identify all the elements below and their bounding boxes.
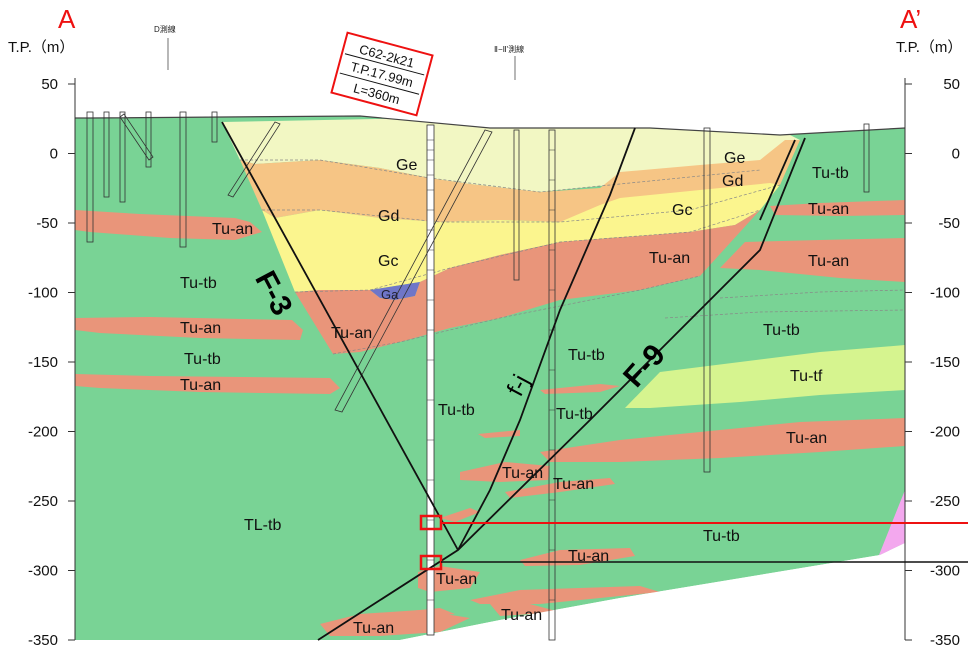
label-tu-an-r1: Tu-an: [808, 201, 849, 218]
tick-label-right: -350: [930, 632, 960, 649]
label-tu-an-lens-a: Tu-an: [502, 465, 543, 482]
label-tu-tb-lower: Tu-tb: [703, 528, 740, 545]
survey-line-d: D測線: [154, 24, 176, 34]
ground-surface: [75, 115, 906, 136]
unit-labels: Ge Ge Gd Gd Gc Gc Ga Tu-tb Tu-an Tu-an T…: [180, 150, 849, 637]
tick-label-right: 50: [943, 76, 960, 93]
right-axis-title: T.P.（m）: [896, 39, 962, 56]
label-tu-an-lens-e: Tu-an: [501, 607, 542, 624]
label-tu-tb-l2: Tu-tb: [184, 351, 221, 368]
tick-label-left: -100: [28, 285, 58, 302]
label-tu-tb-mid-2: Tu-tb: [556, 406, 593, 423]
label-tu-an-lens-f: Tu-an: [353, 620, 394, 637]
fault-fj-line: [457, 127, 636, 551]
tick-label-left: -250: [28, 493, 58, 510]
tu-an-lens-4: [540, 384, 620, 394]
section-end-label: A’: [900, 4, 921, 34]
label-tu-an-l3: Tu-an: [180, 377, 221, 394]
outside-area: [400, 543, 905, 640]
fault-lines: [221, 121, 806, 641]
label-tu-an-graben-2: Tu-an: [331, 325, 372, 342]
tu-an-lens-2: [460, 462, 550, 482]
tick-label-left: -350: [28, 632, 58, 649]
label-ge: Ge: [396, 157, 417, 174]
label-tl-tb: TL-tb: [244, 517, 281, 534]
tick-label-left: 0: [50, 146, 58, 163]
tick-label-right: -300: [930, 563, 960, 580]
tu-an-graben: [295, 210, 760, 354]
section-start-label: A: [58, 4, 76, 34]
main-borehole: [426, 124, 435, 636]
label-gc-right: Gc: [672, 202, 692, 219]
tick-label-right: -50: [938, 215, 960, 232]
label-tu-an-r2: Tu-an: [808, 253, 849, 270]
tu-an-right-1: [770, 200, 905, 216]
label-tu-an-lens-c: Tu-an: [568, 548, 609, 565]
label-tu-tb-center: Tu-tb: [438, 402, 475, 419]
label-tu-tf: Tu-tf: [790, 368, 823, 385]
tu-tf-right: [625, 345, 905, 408]
label-tu-tb-r: Tu-tb: [763, 322, 800, 339]
tick-label-right: -200: [930, 424, 960, 441]
tu-an-lens-8: [470, 586, 660, 604]
tick-label-left: -50: [36, 215, 58, 232]
label-tu-tb-mid: Tu-tb: [568, 347, 605, 364]
label-tu-tb-1: Tu-tb: [812, 165, 849, 182]
borehole-callout: C62-2k21 T.P.17.99m L=360m: [330, 31, 434, 117]
label-ge-right: Ge: [724, 150, 745, 167]
label-gd: Gd: [378, 208, 399, 225]
tick-label-left: -200: [28, 424, 58, 441]
label-tu-an-l2: Tu-an: [180, 320, 221, 337]
label-tu-an-lens-b: Tu-an: [553, 476, 594, 493]
ga-layer: [370, 282, 420, 300]
left-axis-title: T.P.（m）: [8, 39, 74, 56]
tick-label-right: -150: [930, 354, 960, 371]
pink-unit: [875, 490, 905, 565]
fault-minor-line: [759, 139, 796, 221]
tu-an-right-2: [720, 238, 905, 282]
tu-an-layer-left-2: [75, 317, 303, 340]
label-tu-an-lens-d: Tu-an: [436, 571, 477, 588]
tu-an-lens-1: [478, 430, 520, 438]
tu-an-layer-left-3: [75, 374, 340, 394]
label-gc: Gc: [378, 253, 398, 270]
label-tu-an-l1: Tu-an: [212, 221, 253, 238]
fault-f3-line: [221, 121, 459, 551]
borehole-ticks: [427, 139, 555, 601]
tu-an-lens-5: [440, 508, 480, 522]
label-ga: Ga: [381, 287, 399, 302]
label-tu-an-r3: Tu-an: [786, 430, 827, 447]
label-gd-right: Gd: [722, 173, 743, 190]
left-elevation-axis: 50 0 -50 -100 -150 -200 -250 -300 -350: [28, 76, 75, 649]
survey-line-ii: Ⅱ−Ⅱ'測線: [494, 44, 524, 54]
fault-f9-line: [317, 137, 806, 641]
tick-label-right: -250: [930, 493, 960, 510]
tu-an-lens-3: [505, 478, 615, 498]
tick-label-right: -100: [930, 285, 960, 302]
tick-label-right: 0: [952, 146, 960, 163]
right-elevation-axis: 50 0 -50 -100 -150 -200 -250 -300 -350: [905, 76, 960, 649]
label-tu-an-graben: Tu-an: [649, 250, 690, 267]
tu-an-right-3: [540, 418, 905, 462]
tick-label-left: 50: [41, 76, 58, 93]
gc-layer: [262, 183, 780, 292]
tick-label-left: -300: [28, 563, 58, 580]
tu-an-layer-left-1: [75, 210, 262, 240]
label-tu-tb-l1: Tu-tb: [180, 275, 217, 292]
tick-label-left: -150: [28, 354, 58, 371]
